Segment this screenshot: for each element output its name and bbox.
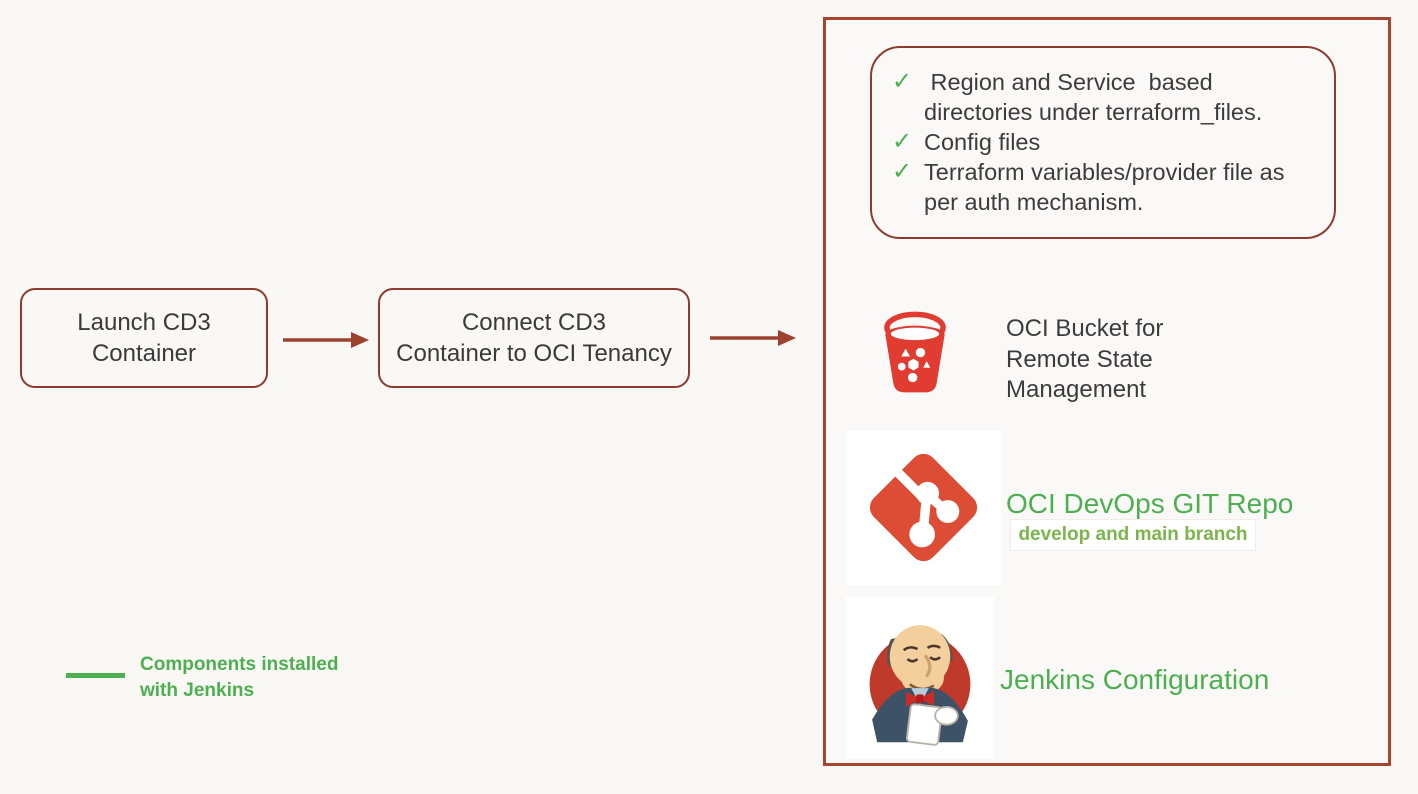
oci-bucket-label: OCI Bucket for Remote State Management — [1006, 315, 1164, 403]
jenkins-legend-label: Components installed with Jenkins — [140, 654, 339, 701]
flow-arrow-icon — [283, 332, 369, 348]
jenkins-logo-icon — [869, 624, 971, 746]
cd3-outputs-panel: ✓ Region and Service based directories u… — [823, 17, 1391, 766]
oci-devops-git-repo-title: OCI DevOps GIT Repo — [1006, 488, 1294, 519]
checklist-item-text: Terraform variables/provider file as per… — [924, 159, 1285, 215]
launch-cd3-container-box: Launch CD3 Container — [20, 288, 268, 388]
git-logo-icon — [869, 453, 978, 562]
checklist-item: ✓ Config files — [892, 127, 1320, 157]
checklist-item-text: Region and Service based directories und… — [924, 69, 1263, 125]
git-branch-subtitle: develop and main branch — [1010, 519, 1256, 551]
connect-cd3-tenancy-box: Connect CD3 Container to OCI Tenancy — [378, 288, 690, 388]
checklist-item-text: Config files — [924, 129, 1041, 155]
check-icon: ✓ — [892, 128, 913, 155]
check-icon: ✓ — [892, 158, 913, 185]
oci-bucket-icon — [884, 311, 946, 393]
checklist-item: ✓ Terraform variables/provider file as p… — [892, 157, 1320, 217]
connect-cd3-tenancy-label: Connect CD3 Container to OCI Tenancy — [396, 309, 672, 367]
jenkins-logo-tile — [846, 597, 994, 758]
launch-cd3-container-label: Launch CD3 Container — [77, 309, 211, 367]
git-logo-tile — [846, 430, 1001, 585]
flow-arrow-icon — [710, 330, 796, 346]
checklist-item: ✓ Region and Service based directories u… — [892, 67, 1320, 127]
jenkins-configuration-title: Jenkins Configuration — [1000, 664, 1270, 695]
check-icon: ✓ — [892, 68, 913, 95]
terraform-artifacts-checklist: ✓ Region and Service based directories u… — [870, 46, 1336, 239]
jenkins-legend-swatch — [66, 673, 125, 678]
git-branch-subtitle-text: develop and main branch — [1018, 524, 1248, 545]
